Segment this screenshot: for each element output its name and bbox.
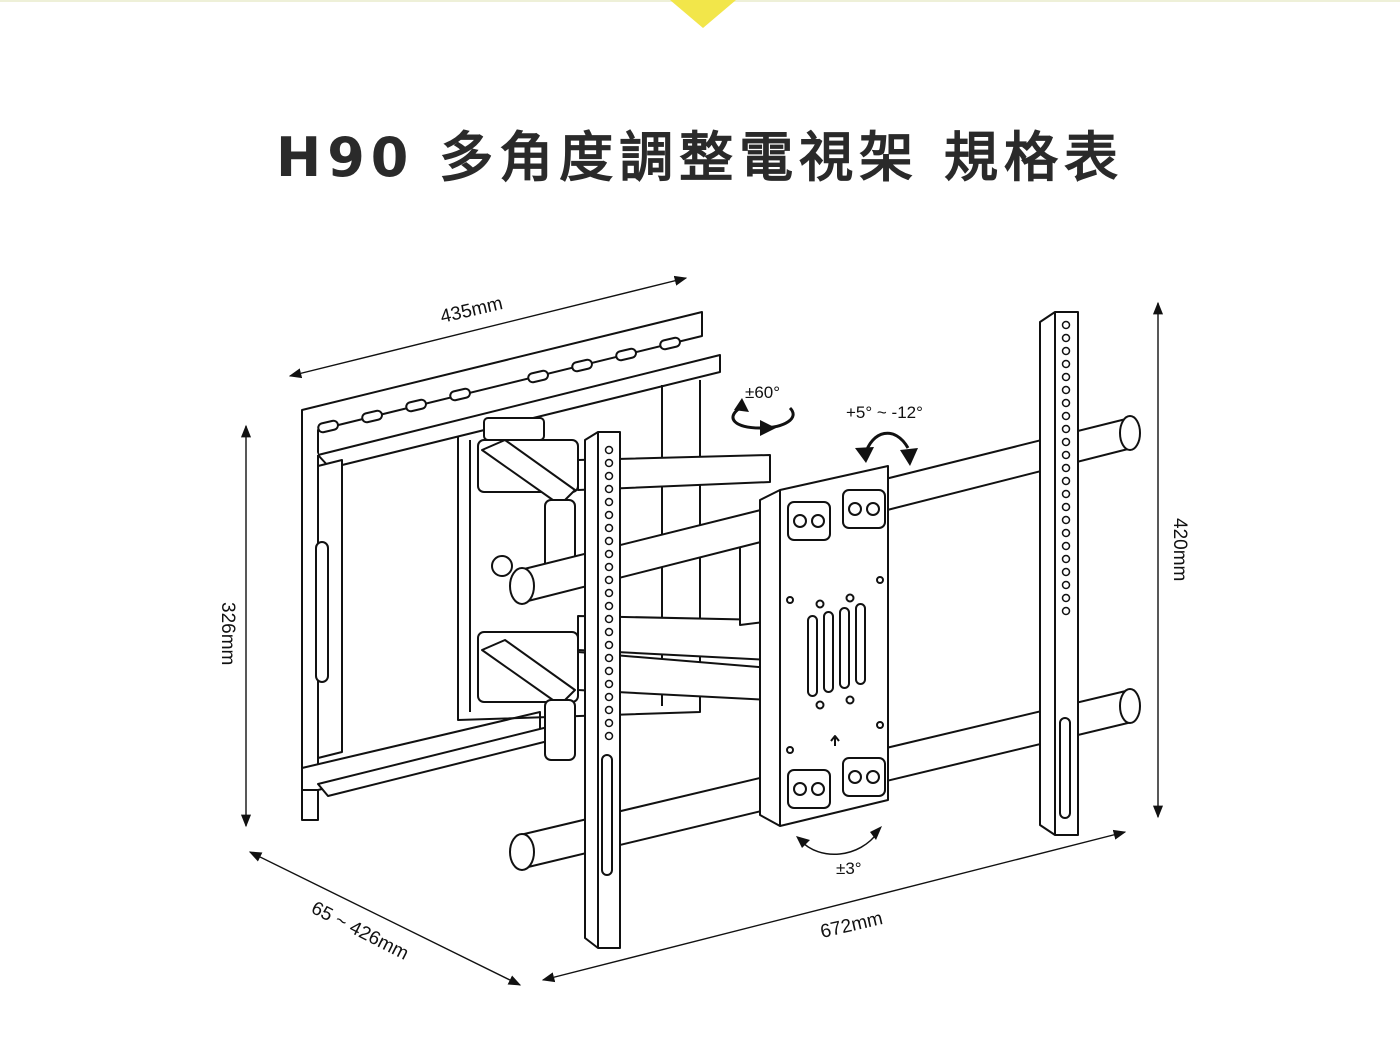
wall-width-label: 435mm [438, 293, 504, 328]
rotation-angle-label: ±3° [836, 859, 862, 878]
rotation-arrow-right-icon [870, 826, 882, 840]
swivel-indicator [731, 398, 795, 436]
tilt-angle-label: +5° ~ -12° [846, 403, 923, 422]
right-bracket-holes [1061, 320, 1071, 616]
wall-width-dimension-line [288, 275, 688, 379]
swivel-arrow-right-icon [760, 420, 776, 436]
depth-label: 65 ~ 426mm [308, 898, 412, 965]
tilt-arrow-right-icon [900, 448, 918, 466]
depth-dimension-line [248, 851, 522, 986]
wall-height-label: 326mm [217, 602, 238, 665]
rotation-indicator [796, 826, 882, 856]
tilt-arrow-left-icon [855, 447, 874, 463]
right-vertical-bracket [1039, 311, 1079, 836]
tv-width-dimension-line [541, 829, 1127, 983]
center-tilt-plate [759, 465, 889, 827]
dimension-lines [240, 275, 1164, 986]
tv-height-label: 420mm [1169, 518, 1190, 581]
tv-width-label: 672mm [818, 908, 884, 943]
swivel-angle-label: ±60° [745, 383, 780, 402]
rotation-arrow-left-icon [796, 836, 810, 848]
left-vertical-bracket [584, 431, 621, 949]
tilt-indicator [855, 431, 918, 466]
swivel-arrow-left-icon [734, 398, 749, 412]
left-bracket-holes [604, 445, 614, 741]
page-title: H90 多角度調整電視架 規格表 [276, 126, 1124, 189]
wall-plate [301, 311, 721, 821]
down-arrow-icon [670, 0, 736, 28]
